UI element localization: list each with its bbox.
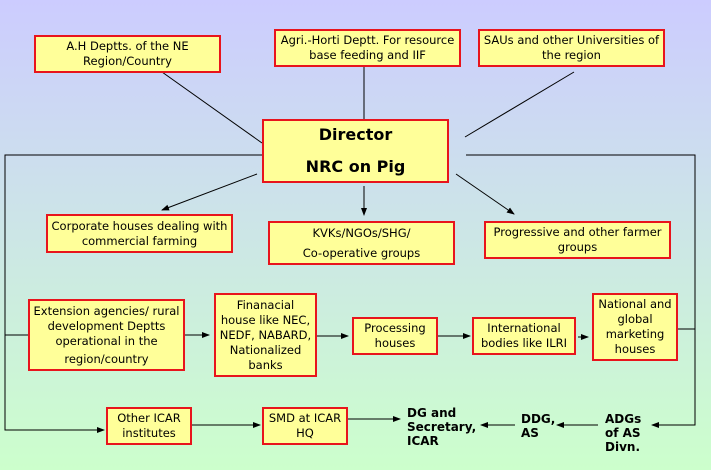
box-text-line: National and [598,297,672,311]
box-text-line: International [487,321,561,335]
label-line: ICAR [407,434,439,448]
line-ah-to-director [161,71,263,144]
box-text-line: Finanacial [236,297,295,312]
box-text-line: Nationalized [229,342,302,357]
box-text-line: global [617,312,653,326]
label-line: ADGs [605,412,642,426]
box-processing-houses: Processing houses [352,317,438,355]
box-text-line: marketing [605,327,665,341]
label-line: Divn. [605,440,640,454]
box-text-line: Agri.-Horti Deptt. For resource [280,33,455,47]
box-international-bodies: International bodies like ILRI [472,317,576,355]
label-line: DG and [407,406,457,420]
box-text-line: banks [248,357,283,372]
label-dg-secretary: DG and Secretary, ICAR [407,406,476,448]
box-text-line: bodies like ILRI [480,336,568,350]
director-org: NRC on Pig [305,157,406,176]
box-marketing-houses: National and global marketing houses [592,293,678,361]
box-director: Director NRC on Pig [262,119,449,183]
line-director-left-loop [4,154,262,433]
arrow-director-to-progressive [455,173,515,215]
box-text-line: base feeding and IIF [309,48,426,62]
box-ah-deptts: A.H Deptts. of the NE Region/Country [34,35,221,73]
box-text-line: operational in the [55,333,158,348]
director-title: Director [318,125,393,144]
box-text-line: houses [374,336,416,350]
box-text-line: institutes [122,426,176,440]
box-agri-horti: Agri.-Horti Deptt. For resource base fee… [274,29,461,67]
box-text-line: houses [614,342,656,356]
box-other-icar-institutes: Other ICAR institutes [106,407,192,445]
box-text-line: NEDF, NABARD, [219,327,312,342]
label-line: of AS [605,426,641,440]
box-text-line: SAUs and other Universities of [483,33,660,47]
label-ddg-as: DDG, AS [521,412,555,440]
box-text-line: the region [542,48,601,62]
box-text-line: development Deptts [47,318,166,333]
box-text-line: HQ [296,426,314,440]
line-director-right-loop [466,154,696,428]
label-line: DDG, [521,412,556,426]
box-text-line: KVKs/NGOs/SHG/ [312,226,411,240]
label-adgs-as-divn: ADGs of AS Divn. [605,412,641,454]
box-smd-icar-hq: SMD at ICAR HQ [262,407,348,445]
box-saus: SAUs and other Universities of the regio… [478,29,665,67]
box-text-line: A.H Deptts. of the NE [66,39,189,53]
box-text-line: house like NEC, [220,312,311,327]
line-saus-to-director [464,71,575,138]
box-text-line: Processing [364,321,426,335]
box-text-line: Progressive and other farmer [493,225,662,239]
box-text-line: groups [557,240,598,254]
box-text-line: Corporate houses dealing with [51,218,228,233]
arrow-director-to-corporate [161,173,258,211]
box-text-line: SMD at ICAR [268,411,342,425]
label-line: AS [521,426,539,440]
box-text-line: Other ICAR [117,411,181,425]
box-financial-houses: Finanacial house like NEC, NEDF, NABARD,… [214,293,317,377]
box-extension-agencies: Extension agencies/ rural development De… [28,299,185,371]
box-text-line: Co-operative groups [302,246,421,260]
box-corporate-houses: Corporate houses dealing with commercial… [46,214,233,253]
box-text-line: Region/Country [83,54,172,68]
label-line: Secretary, [407,420,477,434]
box-kvks-ngos: KVKs/NGOs/SHG/ Co-operative groups [268,221,455,265]
box-text-line: region/country [64,351,149,366]
box-text-line: Extension agencies/ rural [33,303,180,318]
box-text-line: commercial farming [81,233,198,248]
box-progressive-farmers: Progressive and other farmer groups [484,221,671,259]
